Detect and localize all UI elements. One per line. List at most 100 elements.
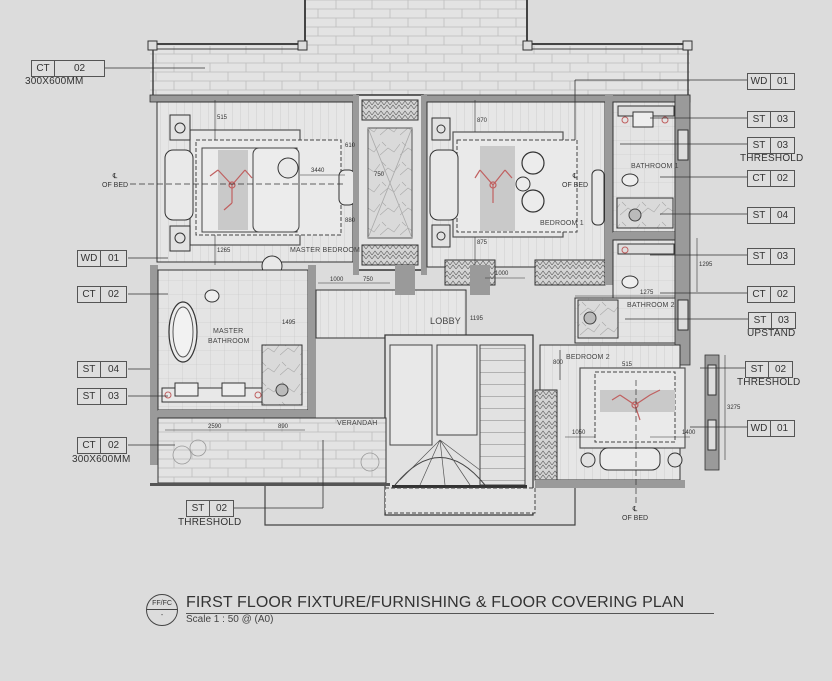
tag-code: ST xyxy=(748,249,771,264)
tag-code: ST xyxy=(746,362,769,377)
dimension-label: 1265 xyxy=(217,248,231,254)
room-label-master-bathroom-line1: MASTER xyxy=(213,328,244,335)
sheet-reference-number: - xyxy=(160,612,164,619)
dimension-label: 875 xyxy=(477,240,488,246)
dimension-label: 2590 xyxy=(208,424,222,430)
room-label-master-bedroom: MASTER BEDROOM xyxy=(290,247,361,254)
tag-note: THRESHOLD xyxy=(740,153,804,164)
tag-number: 02 xyxy=(215,503,228,514)
tag-number: 02 xyxy=(73,63,86,74)
tag-note: THRESHOLD xyxy=(178,517,242,528)
dimension-label: 610 xyxy=(345,143,356,149)
room-label-bedroom-1: BEDROOM 1 xyxy=(540,220,584,227)
dimension-label: 1295 xyxy=(699,262,713,268)
centerline-symbol: ℄ xyxy=(632,506,638,513)
tag-number: 01 xyxy=(107,253,120,264)
centerline-label: OF BED xyxy=(102,182,129,189)
centerline-of-bed-master: ℄ OF BED xyxy=(102,172,128,190)
drawing-title: FIRST FLOOR FIXTURE/FURNISHING & FLOOR C… xyxy=(186,594,685,611)
drawing-scale: Scale 1 : 50 @ (A0) xyxy=(186,614,274,625)
dimension-label: 880 xyxy=(345,218,356,224)
centerline-symbol: ℄ xyxy=(112,173,118,180)
tag-code: ST xyxy=(78,389,101,404)
tag-note: THRESHOLD xyxy=(737,377,801,388)
dimension-label: 750 xyxy=(363,277,374,283)
sheet-reference-code: FF/FC xyxy=(147,595,177,610)
tag-number: 03 xyxy=(776,140,789,151)
centerline-label: OF BED xyxy=(622,515,649,522)
tag-number: 02 xyxy=(107,289,120,300)
sheet-reference-circle: FF/FC - xyxy=(146,594,178,626)
dimension-label: 750 xyxy=(374,172,385,178)
material-tag-left-2: WD 01 xyxy=(77,250,127,267)
room-label-master-bathroom-line2: BATHROOM xyxy=(208,338,250,345)
material-tag-right-1: WD 01 xyxy=(747,73,795,90)
dimension-label: 890 xyxy=(278,424,289,430)
centerline-label: OF BED xyxy=(562,182,589,189)
material-tag-left-3: CT 02 xyxy=(77,286,127,303)
dimension-label: 1000 xyxy=(495,271,509,277)
dimension-label: 870 xyxy=(477,118,488,124)
tag-code: CT xyxy=(78,287,101,302)
tag-note: UPSTAND xyxy=(747,328,796,339)
tag-code: CT xyxy=(78,438,101,453)
tag-number: 01 xyxy=(776,76,789,87)
material-tag-right-4: CT 02 xyxy=(747,170,795,187)
material-tag-right-7: CT 02 xyxy=(747,286,795,303)
centerline-symbol: ℄ xyxy=(572,173,578,180)
tag-code: ST xyxy=(187,501,210,516)
tag-code: ST xyxy=(748,208,771,223)
tag-code: CT xyxy=(748,287,771,302)
tag-number: 02 xyxy=(776,173,789,184)
dimension-label: 515 xyxy=(622,362,633,368)
room-label-verandah: VERANDAH xyxy=(337,420,378,427)
room-label-bathroom-1: BATHROOM 1 xyxy=(631,163,679,170)
material-tag-left-1: CT 02 xyxy=(31,60,105,77)
tag-number: 03 xyxy=(777,315,790,326)
tag-code: CT xyxy=(32,61,55,76)
tag-number: 03 xyxy=(107,391,120,402)
material-tag-right-6: ST 03 xyxy=(747,248,795,265)
tag-code: ST xyxy=(78,362,101,377)
material-tag-right-2: ST 03 xyxy=(747,111,795,128)
tag-note: 300X600MM xyxy=(72,454,131,465)
centerline-of-bed-bedroom2: ℄ OF BED xyxy=(622,505,648,523)
tag-code: WD xyxy=(78,251,101,266)
centerline-of-bed-bedroom1: ℄ OF BED xyxy=(562,172,588,190)
material-tag-left-6: CT 02 xyxy=(77,437,127,454)
tag-number: 02 xyxy=(107,440,120,451)
tag-number: 04 xyxy=(107,364,120,375)
material-tag-right-3: ST 03 xyxy=(747,137,795,154)
material-tag-right-9: ST 02 xyxy=(745,361,793,378)
dimension-label: 3440 xyxy=(311,168,325,174)
tag-code: WD xyxy=(748,74,771,89)
material-tag-left-4: ST 04 xyxy=(77,361,127,378)
dimension-label: 1400 xyxy=(682,430,696,436)
dimension-label: 1275 xyxy=(640,290,654,296)
dimension-label: 515 xyxy=(217,115,228,121)
material-tag-left-5: ST 03 xyxy=(77,388,127,405)
tag-code: ST xyxy=(749,313,772,328)
tag-code: ST xyxy=(748,138,771,153)
tag-note: 300X600MM xyxy=(25,76,84,87)
dimension-label: 3275 xyxy=(727,405,741,411)
tag-number: 03 xyxy=(776,114,789,125)
material-tag-threshold: ST 02 xyxy=(186,500,234,517)
tag-code: WD xyxy=(748,421,771,436)
dimension-label: 1195 xyxy=(470,316,483,322)
dimension-label: 800 xyxy=(553,360,564,366)
material-tag-right-10: WD 01 xyxy=(747,420,795,437)
material-tag-right-5: ST 04 xyxy=(747,207,795,224)
tag-number: 02 xyxy=(774,364,787,375)
tag-number: 03 xyxy=(776,251,789,262)
tag-number: 04 xyxy=(776,210,789,221)
room-label-bathroom-2: BATHROOM 2 xyxy=(627,302,675,309)
tag-code: CT xyxy=(748,171,771,186)
dimension-label: 1000 xyxy=(330,277,344,283)
tag-number: 02 xyxy=(776,289,789,300)
dimension-label: 1050 xyxy=(572,430,586,436)
room-label-lobby: LOBBY xyxy=(430,316,462,326)
title-underline xyxy=(186,613,714,614)
room-label-bedroom-2: BEDROOM 2 xyxy=(566,354,610,361)
